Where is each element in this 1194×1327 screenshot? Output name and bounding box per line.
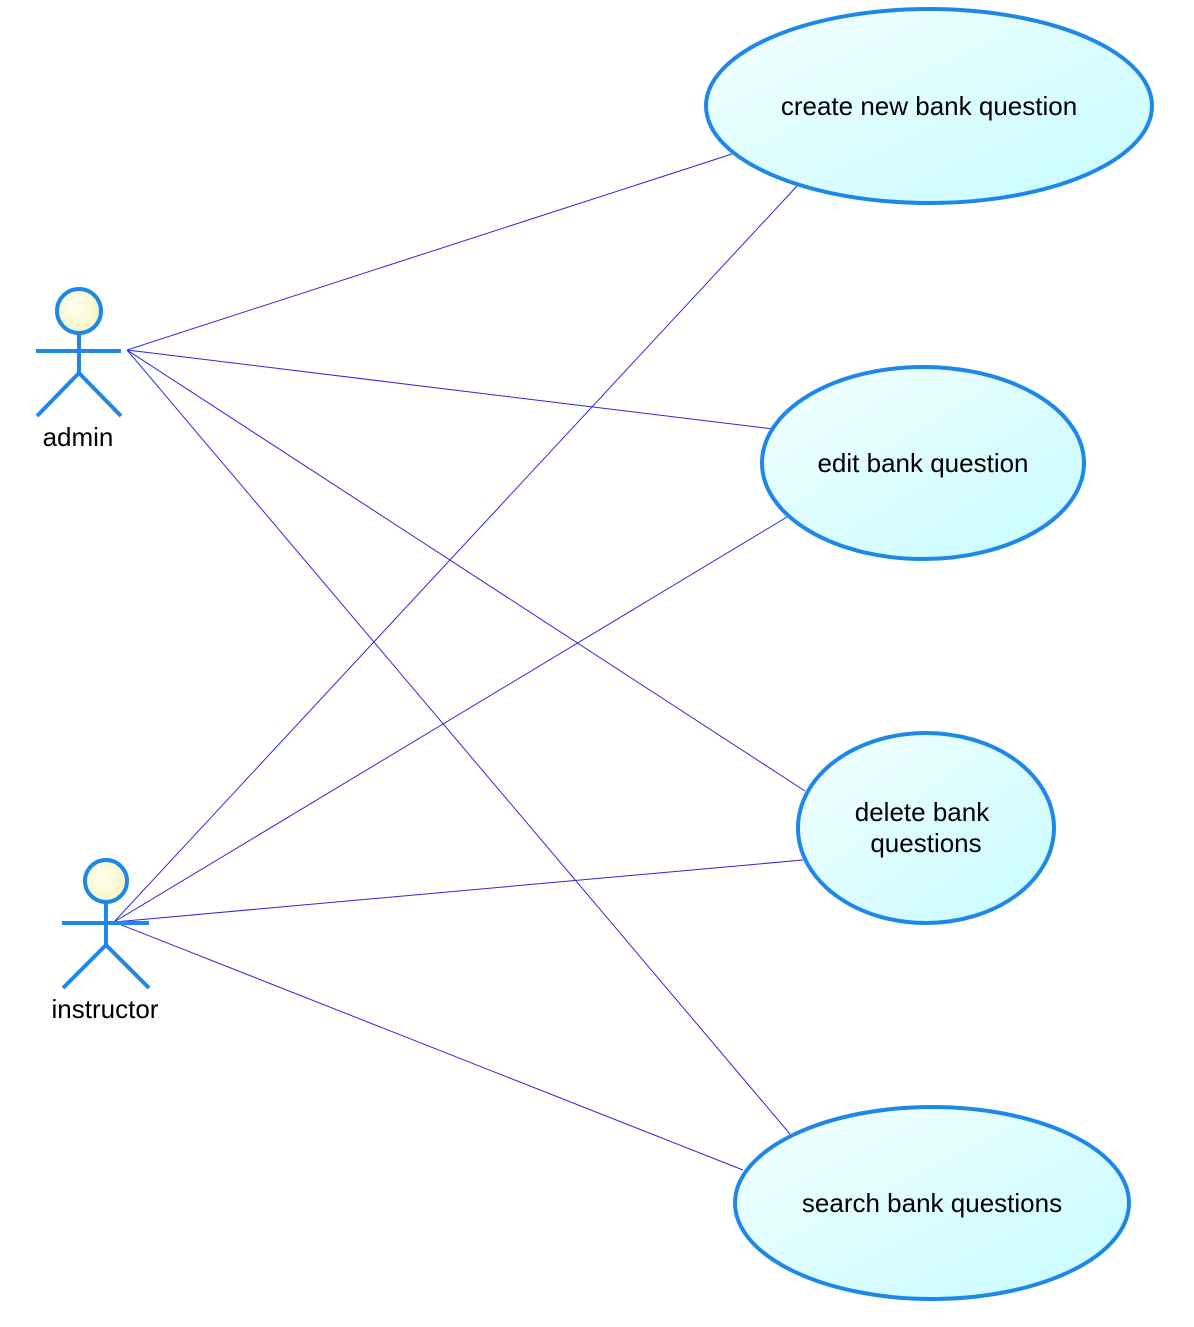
actor-instructor-left-leg (61, 943, 108, 990)
actor-instructor-right-leg (104, 943, 151, 990)
usecase-search-ellipse (733, 1105, 1131, 1301)
association-instructor-create[interactable] (113, 185, 798, 923)
association-instructor-search[interactable] (113, 921, 744, 1171)
usecase-edit-bank-question[interactable]: edit bank question (760, 365, 1086, 561)
usecase-delete-bank-questions[interactable]: delete bank questions (796, 731, 1056, 925)
usecase-create-ellipse (704, 7, 1154, 205)
actor-admin-left-leg (35, 371, 81, 418)
association-admin-delete[interactable] (126, 349, 806, 792)
actor-instructor-label: instructor (52, 994, 159, 1024)
association-instructor-edit[interactable] (113, 516, 788, 923)
usecase-search-label: search bank questions (802, 1188, 1062, 1218)
usecase-create-new-bank-question[interactable]: create new bank question (704, 7, 1154, 205)
actor-admin-right-leg (77, 371, 123, 418)
association-instructor-delete[interactable] (113, 859, 804, 923)
actor-instructor-head-icon (83, 858, 129, 904)
actor-admin-head-icon (55, 287, 103, 335)
associations (113, 153, 806, 1171)
usecase-create-label: create new bank question (781, 91, 1077, 121)
actor-instructor[interactable]: instructor (52, 858, 159, 1024)
usecase-delete-label-line-2: questions (870, 828, 981, 858)
association-admin-edit[interactable] (126, 349, 774, 430)
actor-admin-label: admin (43, 422, 114, 452)
association-admin-create[interactable] (126, 153, 733, 351)
usecase-search-bank-questions[interactable]: search bank questions (733, 1105, 1131, 1301)
usecase-delete-ellipse (796, 731, 1056, 925)
usecase-delete-label-line-1: delete bank (855, 797, 990, 827)
actor-admin[interactable]: admin (35, 287, 123, 452)
association-admin-search[interactable] (126, 349, 791, 1135)
usecase-edit-label: edit bank question (817, 448, 1028, 478)
usecase-edit-ellipse (760, 365, 1086, 561)
